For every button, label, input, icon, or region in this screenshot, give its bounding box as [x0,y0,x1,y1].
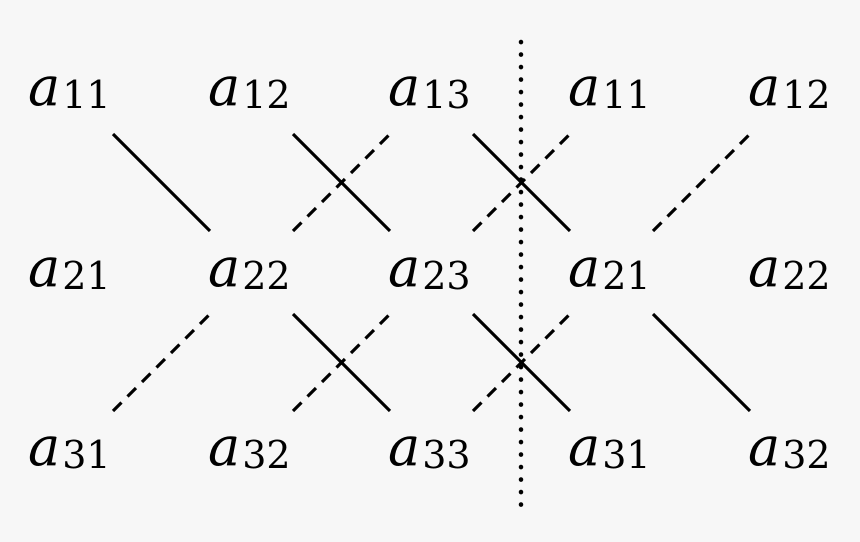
solid-diagonal-a21-a32 [651,312,752,413]
term-a32: a32 [208,415,291,478]
dashed-diagonal-a21-a12 [651,132,752,233]
term-variable: a [28,236,60,299]
term-subscript: 22 [242,254,290,298]
term-a12: a12 [208,55,291,118]
term-subscript: 31 [62,433,110,477]
term-variable: a [208,415,240,478]
term-variable: a [208,55,240,118]
term-a22: a22 [208,236,291,299]
term-a22-repeat: a22 [748,236,831,299]
term-variable: a [748,415,780,478]
term-a11-repeat: a11 [568,55,651,118]
term-variable: a [388,55,420,118]
term-a21-repeat: a21 [568,236,651,299]
dashed-diagonal-a23-a11 [471,132,572,233]
term-a21: a21 [28,236,111,299]
term-subscript: 31 [602,433,650,477]
term-subscript: 33 [422,433,470,477]
term-variable: a [388,415,420,478]
term-variable: a [28,415,60,478]
term-a12-repeat: a12 [748,55,831,118]
term-a13: a13 [388,55,471,118]
term-variable: a [568,55,600,118]
term-a31: a31 [28,415,111,478]
term-variable: a [568,236,600,299]
term-subscript: 21 [602,254,650,298]
term-subscript: 12 [782,73,830,117]
dashed-diagonal-a31-a22 [111,312,212,413]
term-subscript: 22 [782,254,830,298]
term-subscript: 13 [422,73,470,117]
term-subscript: 21 [62,254,110,298]
term-subscript: 23 [422,254,470,298]
term-subscript: 12 [242,73,290,117]
term-variable: a [388,236,420,299]
solid-diagonal-a11-a22 [111,132,212,233]
term-subscript: 32 [242,433,290,477]
term-a11: a11 [28,55,111,118]
term-variable: a [748,236,780,299]
term-a31-repeat: a31 [568,415,651,478]
term-variable: a [748,55,780,118]
term-variable: a [28,55,60,118]
term-a32-repeat: a32 [748,415,831,478]
term-subscript: 32 [782,433,830,477]
term-subscript: 11 [62,73,110,117]
dashed-diagonal-a33-a21 [471,312,572,413]
dashed-diagonal-a22-a13 [291,132,392,233]
dashed-diagonal-a32-a23 [291,312,392,413]
term-a23: a23 [388,236,471,299]
term-variable: a [208,236,240,299]
term-subscript: 11 [602,73,650,117]
term-variable: a [568,415,600,478]
term-a33: a33 [388,415,471,478]
